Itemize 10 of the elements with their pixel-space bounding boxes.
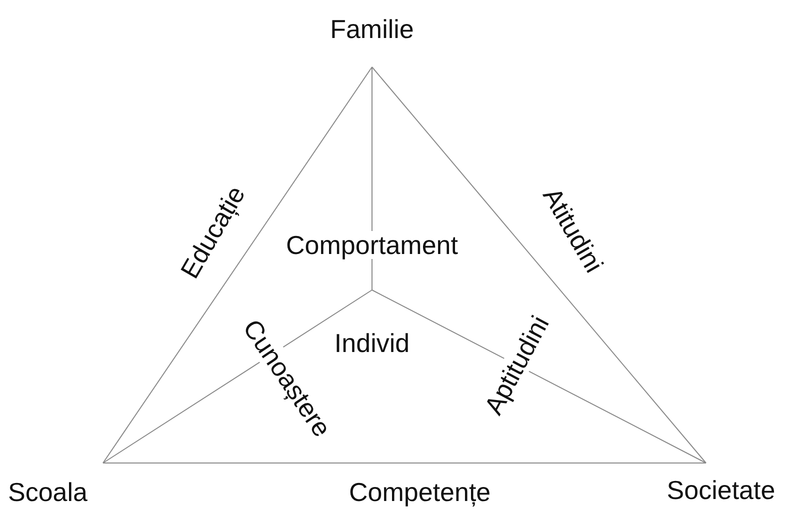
connector-line [372,66,706,464]
connector-line [102,66,372,464]
connector-line [372,290,706,464]
node-label: Societate [666,475,776,505]
connector-line [102,290,372,464]
node-label: Individ [334,328,410,358]
node-label: Scoala [8,477,88,507]
edge-label: Comportament [285,231,459,259]
connector-line [102,462,706,464]
node-label: Familie [330,14,414,44]
